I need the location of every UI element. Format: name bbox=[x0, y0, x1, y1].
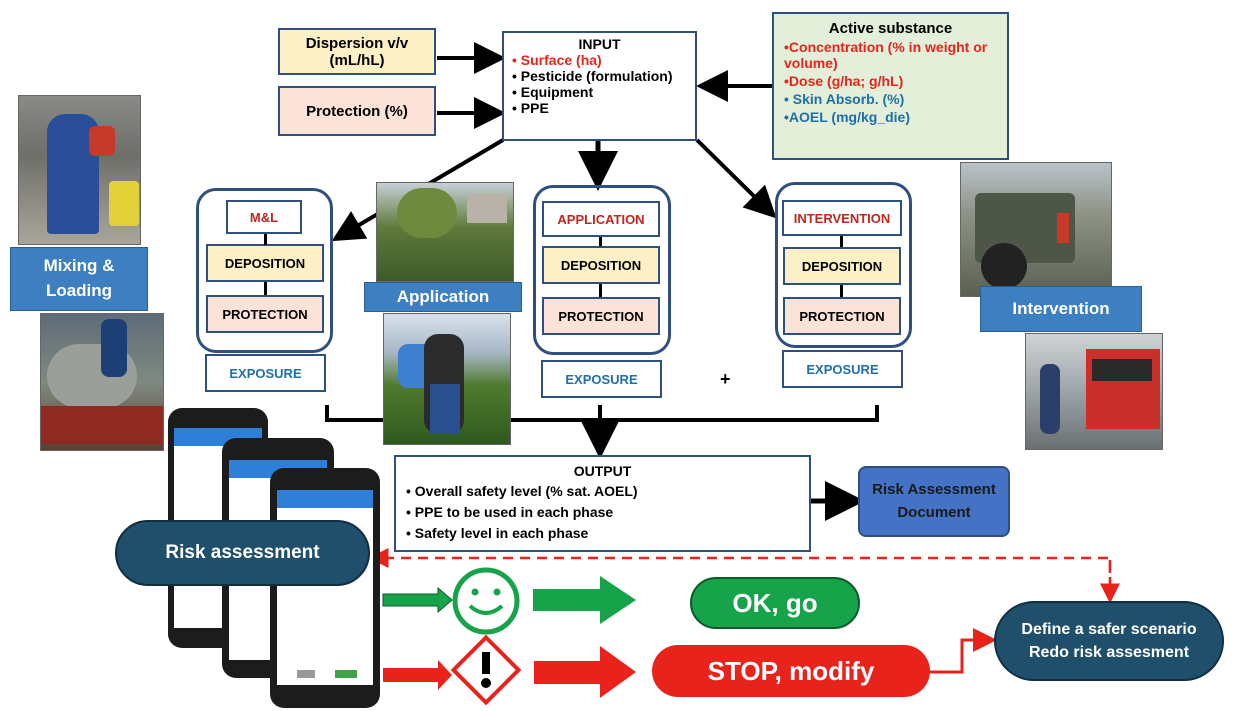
risk-assessment-document: Risk Assessment Document bbox=[858, 466, 1010, 537]
phase-app-title: APPLICATION bbox=[542, 201, 660, 237]
input-item: PPE bbox=[512, 100, 687, 116]
input-item: Equipment bbox=[512, 84, 687, 100]
active-item: • Skin Absorb. (%) bbox=[784, 91, 905, 107]
smiley-icon bbox=[452, 567, 520, 635]
phase-app-group bbox=[533, 185, 671, 355]
ml-protection: PROTECTION bbox=[206, 295, 324, 333]
photo-tractor bbox=[960, 162, 1112, 297]
arrow-to-define bbox=[930, 628, 997, 674]
label-application: Application bbox=[364, 282, 522, 312]
input-title: INPUT bbox=[578, 36, 621, 52]
input-item: Pesticide (formulation) bbox=[512, 68, 687, 84]
app-exposure: EXPOSURE bbox=[541, 360, 662, 398]
active-title: Active substance bbox=[828, 20, 953, 37]
photo-truck-wash bbox=[1025, 333, 1163, 450]
active-item: •Concentration (% in weight or volume) bbox=[784, 39, 988, 71]
plus-sign: + bbox=[720, 369, 731, 389]
phase-int-title: INTERVENTION bbox=[782, 200, 902, 236]
active-item: •AOEL (mg/kg_die) bbox=[784, 109, 910, 125]
phase-ml-title: M&L bbox=[226, 200, 302, 234]
ml-exposure: EXPOSURE bbox=[205, 354, 326, 392]
active-substance-box: Active substance •Concentration (% in we… bbox=[772, 12, 1009, 160]
define-scenario-pill: Define a safer scenario Redo risk assesm… bbox=[994, 601, 1224, 681]
dispersion-label: Dispersion v/v (mL/hL) bbox=[305, 34, 409, 69]
int-deposition: DEPOSITION bbox=[783, 247, 901, 285]
protection-box: Protection (%) bbox=[278, 86, 436, 136]
output-item: PPE to be used in each phase bbox=[406, 502, 799, 523]
protection-label: Protection (%) bbox=[306, 102, 408, 120]
label-intervention: Intervention bbox=[980, 286, 1142, 332]
active-item: •Dose (g/ha; g/hL) bbox=[784, 73, 904, 89]
app-deposition: DEPOSITION bbox=[542, 246, 660, 284]
ok-go-pill: OK, go bbox=[690, 577, 860, 629]
input-box: INPUT Surface (ha) Pesticide (formulatio… bbox=[502, 31, 697, 141]
green-arrow-small bbox=[382, 586, 453, 614]
output-box: OUTPUT Overall safety level (% sat. AOEL… bbox=[394, 455, 811, 552]
int-exposure: EXPOSURE bbox=[782, 350, 903, 388]
photo-sprayer bbox=[383, 313, 511, 445]
ml-deposition: DEPOSITION bbox=[206, 244, 324, 282]
arrow-to-int bbox=[695, 138, 777, 219]
red-arrow-big bbox=[534, 646, 636, 698]
output-item: Safety level in each phase bbox=[406, 523, 799, 544]
photo-orchard bbox=[376, 182, 514, 282]
phase-int-group bbox=[775, 182, 912, 348]
output-title: OUTPUT bbox=[573, 463, 632, 479]
stop-modify-pill: STOP, modify bbox=[652, 645, 930, 697]
risk-assessment-pill: Risk assessment bbox=[115, 520, 370, 586]
label-mixing-loading: Mixing & Loading bbox=[10, 247, 148, 311]
red-arrow-small bbox=[383, 660, 452, 690]
green-arrow-big bbox=[533, 576, 636, 624]
dispersion-box: Dispersion v/v (mL/hL) bbox=[278, 28, 436, 75]
phone-3 bbox=[270, 468, 380, 708]
app-protection: PROTECTION bbox=[542, 297, 660, 335]
int-protection: PROTECTION bbox=[783, 297, 901, 335]
phase-ml-group bbox=[196, 188, 333, 353]
output-item: Overall safety level (% sat. AOEL) bbox=[406, 481, 799, 502]
warning-icon bbox=[450, 634, 522, 706]
input-item: Surface (ha) bbox=[512, 52, 687, 68]
photo-mixing-worker bbox=[18, 95, 141, 245]
photo-tank-loading bbox=[40, 313, 164, 451]
